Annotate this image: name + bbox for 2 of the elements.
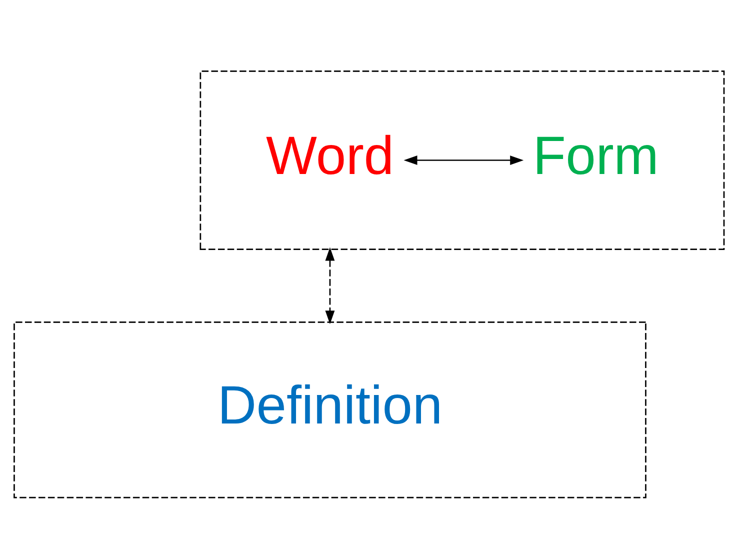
- node-text: Form: [532, 126, 659, 186]
- node-text: Word: [266, 126, 394, 186]
